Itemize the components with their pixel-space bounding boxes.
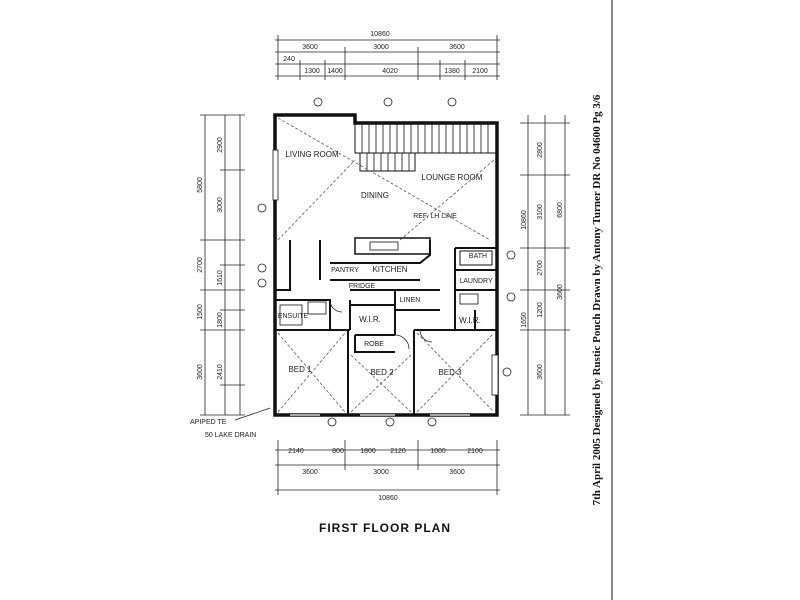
left-dim-d: 2700 — [197, 257, 204, 273]
living-room-label: LIVING ROOM — [285, 150, 339, 159]
bed-3-label: BED 3 — [438, 368, 462, 377]
top-dim-c: 3600 — [449, 44, 465, 51]
bottom-dim-d4: 2120 — [390, 448, 406, 455]
bed-2-label: BED 2 — [370, 368, 394, 377]
left-dim-c: 3000 — [217, 197, 224, 213]
top-dim-d4: 4020 — [382, 68, 398, 75]
lounge-room-label: LOUNGE ROOM — [422, 173, 483, 182]
bottom-dim-b: 3000 — [373, 469, 389, 476]
fridge-label: FRIDGE — [349, 283, 376, 290]
left-dim-h: 3600 — [197, 364, 204, 380]
linen-label: LINEN — [400, 297, 421, 304]
wir-centre-label: W.I.R. — [359, 315, 381, 324]
right-dim-b: 3100 — [537, 204, 544, 220]
right-dim-h: 3600 — [537, 364, 544, 380]
bottom-dim-d2: 800 — [332, 448, 344, 455]
right-dim-d: 2700 — [537, 260, 544, 276]
top-grid-markers — [313, 97, 457, 107]
ceiling-note: REF. LH LINE — [413, 213, 457, 220]
bottom-dimensions: 2140 800 1800 2120 1000 2100 3600 3000 3… — [275, 417, 500, 502]
bottom-dim-d6: 2100 — [467, 448, 483, 455]
left-dim-b: 2900 — [217, 137, 224, 153]
bottom-dim-c: 3600 — [449, 469, 465, 476]
bottom-total-dim: 10860 — [378, 495, 398, 502]
right-grid-markers — [502, 250, 516, 377]
top-dimensions: 10860 3600 3000 3600 240 1300 1400 4020 … — [275, 31, 500, 80]
top-dim-d5: 1380 — [444, 68, 460, 75]
bath-label: BATH — [469, 253, 487, 260]
top-dim-b: 3000 — [373, 44, 389, 51]
right-dim-e: 3600 — [557, 284, 564, 300]
drawing-info-sidebar: 7th April 2005 Designed by Rustic Pouch … — [591, 94, 603, 505]
left-grid-markers — [257, 203, 267, 288]
outside-notes: APIPED TE 50 LAKE DRAIN — [190, 407, 271, 439]
top-dim-d2: 1300 — [304, 68, 320, 75]
robe-label: ROBE — [364, 341, 384, 348]
drain-note: 50 LAKE DRAIN — [205, 432, 256, 439]
left-dim-e: 1610 — [217, 270, 224, 286]
ensuite-label: ENSUITE — [278, 313, 309, 320]
room-labels: LIVING ROOM DINING LOUNGE ROOM REF. LH L… — [278, 150, 493, 377]
kitchen-label: KITCHEN — [372, 265, 407, 274]
bottom-dim-d3: 1800 — [360, 448, 376, 455]
left-dim-a: 5800 — [197, 177, 204, 193]
bed-1-label: BED 1 — [288, 365, 312, 374]
left-dim-g: 1800 — [217, 312, 224, 328]
top-dim-a: 3600 — [302, 44, 318, 51]
left-dim-f: 1500 — [197, 304, 204, 320]
plan-title: FIRST FLOOR PLAN — [319, 521, 451, 535]
right-dim-c: 6800 — [557, 202, 564, 218]
laundry-label: LAUNDRY — [459, 278, 493, 285]
stairs — [354, 122, 498, 172]
right-dim-f: 1200 — [537, 302, 544, 318]
wir-right-label: W.I.R. — [459, 316, 481, 325]
pantry-label: PANTRY — [331, 267, 359, 274]
top-dim-d1: 240 — [283, 56, 295, 63]
bottom-dim-a: 3600 — [302, 469, 318, 476]
left-dimensions: 5800 2900 3000 2700 1610 1500 1800 3600 … — [197, 114, 245, 416]
right-dim-a: 2800 — [537, 142, 544, 158]
right-dimensions: 2800 3100 6800 2700 3600 1200 1650 3600 … — [520, 115, 570, 416]
interior-walls — [272, 117, 499, 416]
bottom-dim-d1: 2140 — [288, 448, 304, 455]
piped-note: APIPED TE — [190, 419, 227, 426]
top-dim-d6: 2100 — [472, 68, 488, 75]
top-total-dim: 10860 — [370, 31, 390, 38]
dining-label: DINING — [361, 191, 389, 200]
top-dim-d3: 1400 — [327, 68, 343, 75]
right-total-dim: 10860 — [521, 210, 528, 230]
left-dim-i: 2410 — [217, 364, 224, 380]
right-dim-g: 1650 — [521, 312, 528, 328]
bottom-dim-d5: 1000 — [430, 448, 446, 455]
